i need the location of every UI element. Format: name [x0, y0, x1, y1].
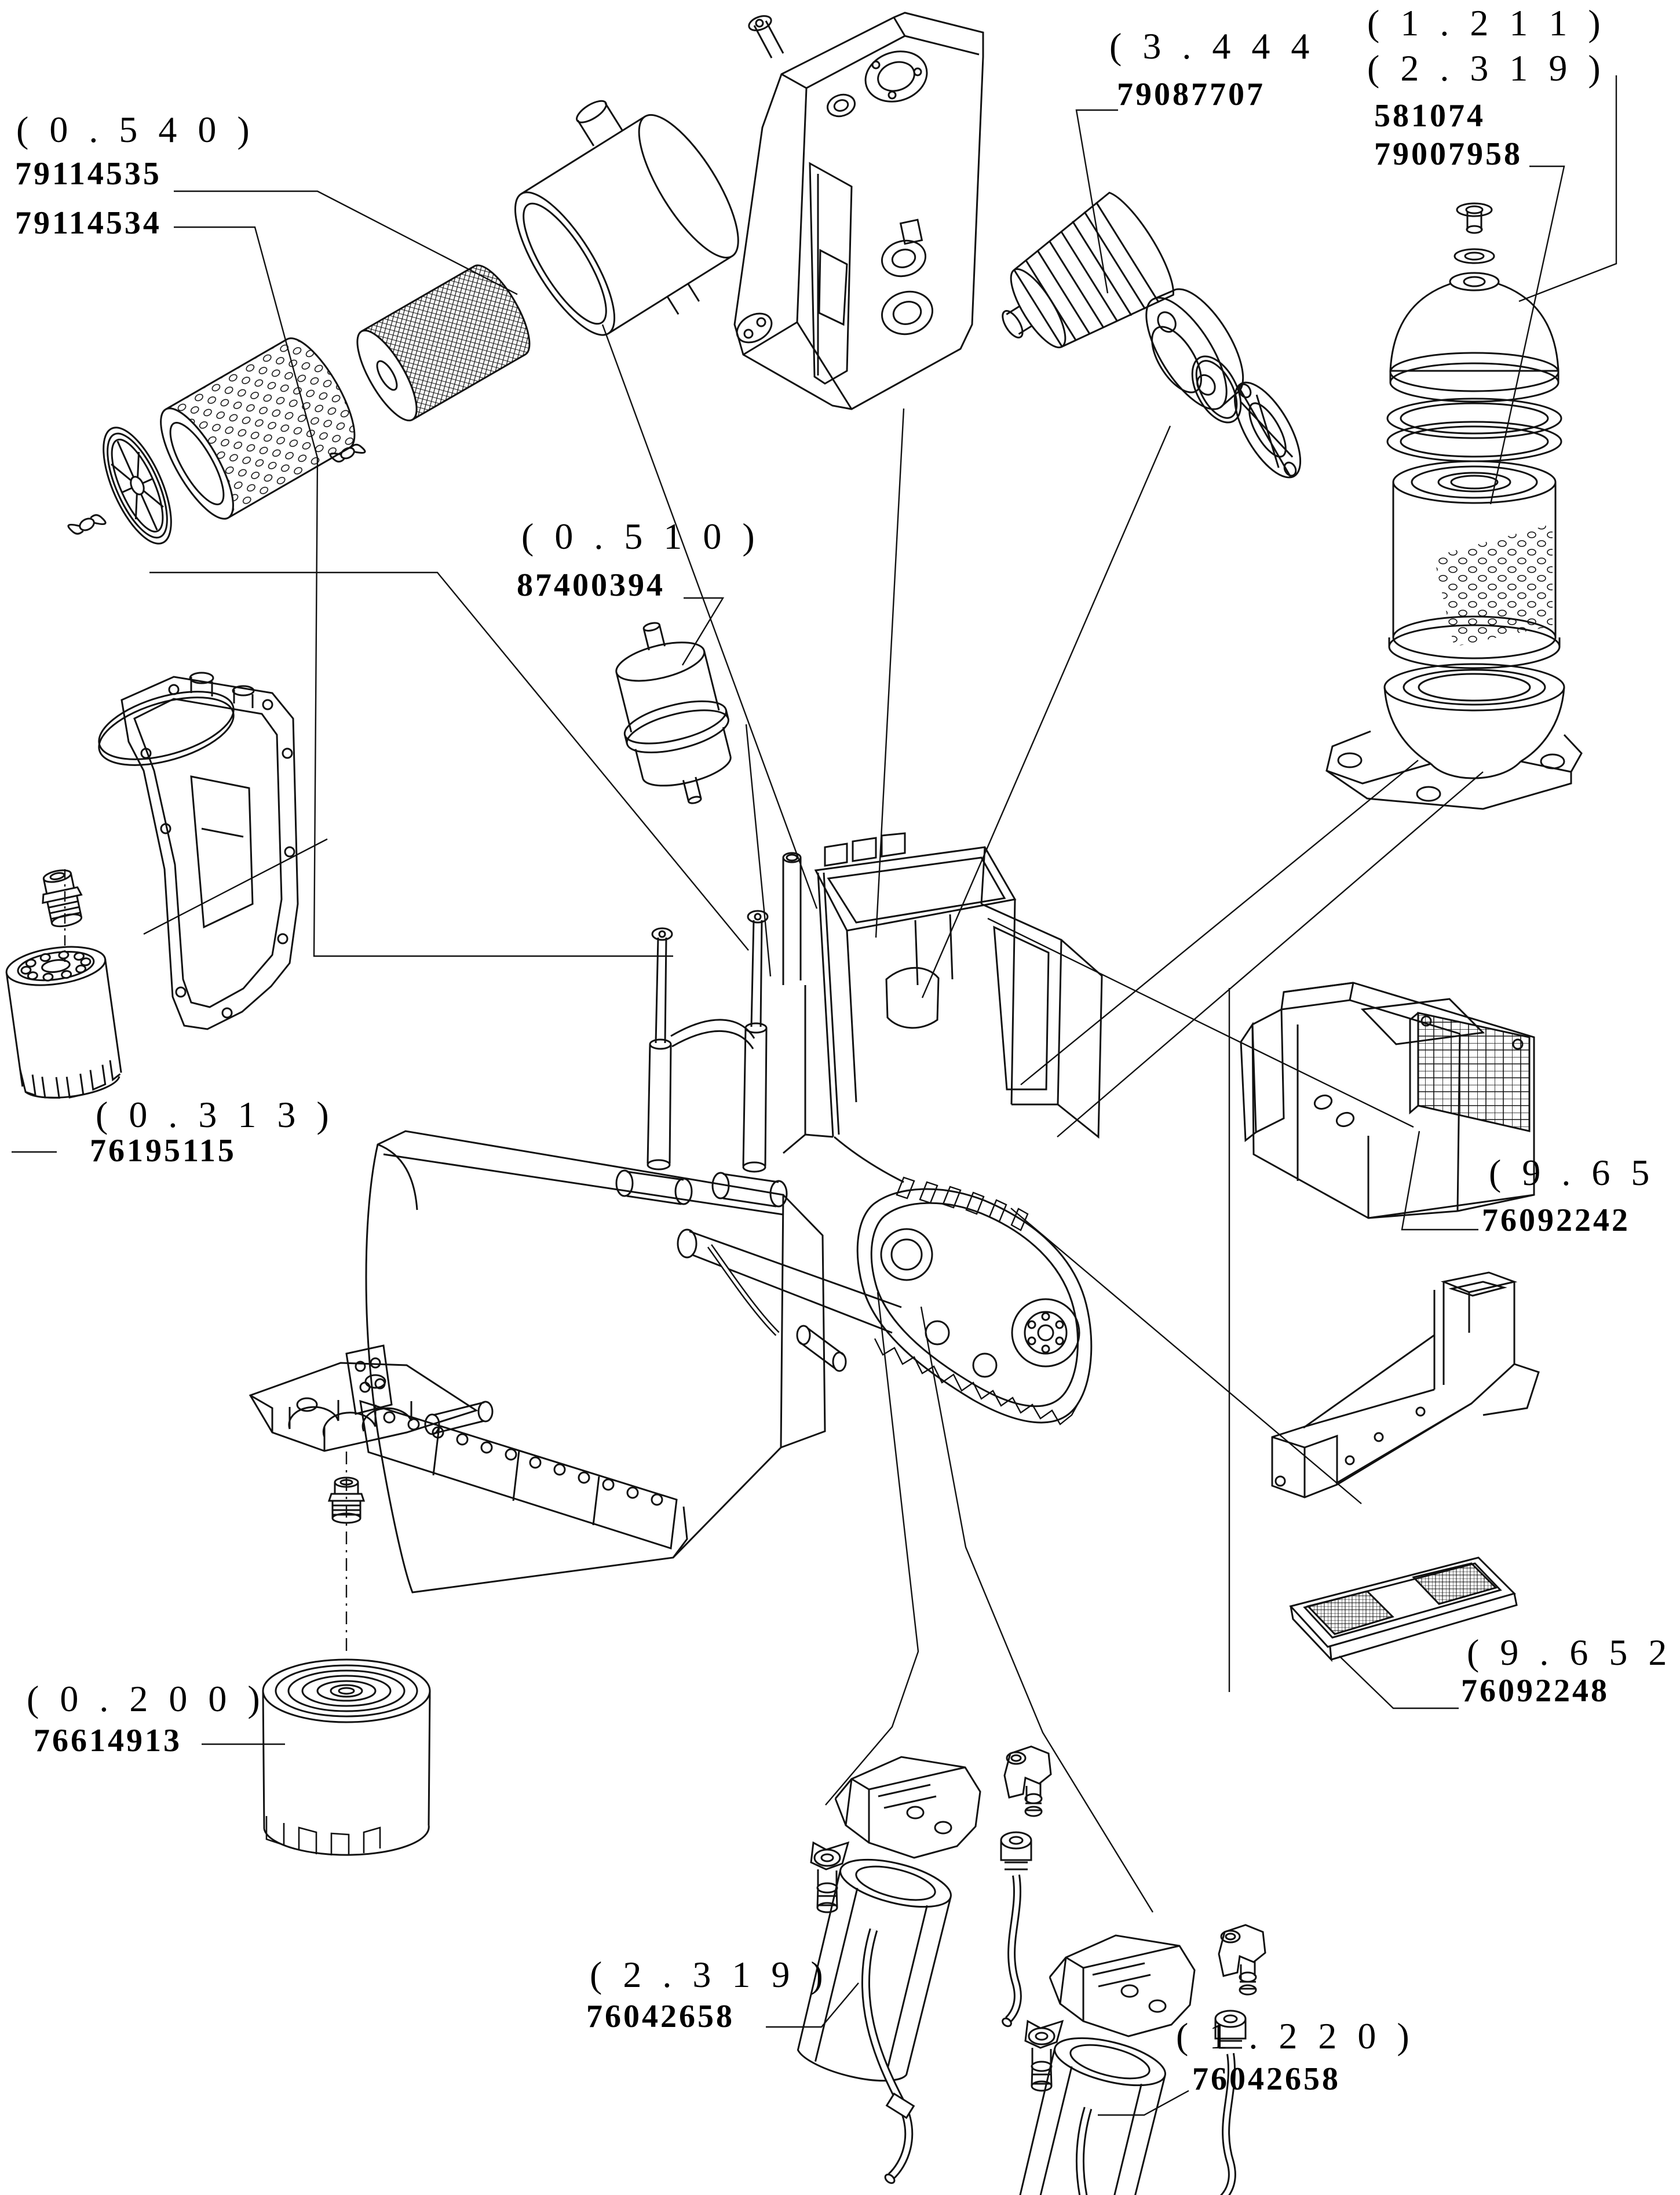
ref-code-separator-b: ( 1 . 2 2 0 ) [1176, 2015, 1415, 2057]
crawler-dozer [345, 832, 1103, 1594]
threaded-nipple [327, 1476, 366, 1524]
hydraulic-tank-assembly [733, 12, 1302, 479]
fuel-filter-head [249, 1362, 494, 1452]
ref-code-oil-filter-2: ( 2 . 3 1 9 ) [1367, 48, 1606, 89]
water-separator-left [792, 1746, 1051, 2185]
water-separator-right [1007, 1925, 1265, 2195]
ref-code-cooler-filter: ( 0 . 3 1 3 ) [96, 1094, 335, 1135]
part-number: 87400394 [517, 567, 665, 603]
air-filter-element-inner [356, 264, 531, 422]
ref-code-duct-filter: ( 9 . 6 5 2 [1467, 1632, 1673, 1673]
hydraulic-filter-element [1002, 191, 1174, 349]
blade-lift-cylinder [615, 927, 693, 1205]
air-filter-element-outer [160, 337, 356, 520]
part-number: 76614913 [34, 1723, 182, 1759]
ref-code-air-cleaner: ( 0 . 5 4 0 ) [16, 109, 255, 150]
leader-lines [12, 75, 1617, 2116]
part-number: 76195115 [90, 1133, 236, 1169]
ref-code-oil-filter-1: ( 1 . 2 1 1 ) [1367, 2, 1606, 43]
cooler-gasket-plate [120, 676, 299, 1030]
part-number: 79114534 [15, 205, 162, 241]
cab-filter-grille [1409, 1012, 1531, 1132]
oil-cooler-filter-assembly [5, 672, 299, 1099]
o-ring [1191, 355, 1242, 424]
part-number: 79087707 [1117, 76, 1265, 112]
cab-air-filter-panel [1240, 982, 1535, 1219]
threaded-nipple [42, 869, 83, 928]
ref-code-fuel-filter: ( 0 . 2 0 0 ) [27, 1678, 266, 1719]
duct-filter-screen [1289, 1556, 1518, 1662]
part-number: 76042658 [586, 1999, 735, 2034]
ref-code-hydraulic-filter: ( 3 . 4 4 4 [1109, 25, 1316, 67]
part-number: 76042658 [1192, 2061, 1341, 2097]
filter-head [98, 672, 255, 766]
part-number: 79114535 [15, 156, 162, 192]
air-duct [1271, 1271, 1540, 1498]
blade-lift-cylinder [711, 910, 788, 1208]
exhaust-stack [782, 852, 802, 985]
part-number: 76092242 [1482, 1202, 1630, 1238]
engine-oil-filter-assembly [1325, 202, 1583, 810]
hydraulic-filter-cover [1233, 381, 1302, 479]
oil-filter-element [1388, 460, 1561, 669]
ref-code-separator-a: ( 2 . 3 1 9 ) [590, 1954, 829, 1995]
cab-rops [814, 832, 1062, 1137]
hydraulic-filter-flange [1145, 288, 1244, 410]
cab-air-duct-assembly [1271, 1271, 1540, 1662]
part-number: 581074 [1374, 98, 1485, 134]
ref-code-inline-filter: ( 0 . 5 1 0 ) [521, 516, 761, 557]
oil-filter-dome-cover [1389, 272, 1560, 403]
oil-filter-base [1325, 663, 1583, 810]
part-number: 76092248 [1461, 1673, 1609, 1709]
spin-on-oil-filter [5, 946, 122, 1099]
inline-fuel-filter [615, 622, 732, 804]
track-assembly [856, 1176, 1093, 1425]
fuel-filter-assembly [249, 1362, 494, 1856]
oil-filter-gasket [1386, 398, 1562, 439]
ref-code-cab-filter: ( 9 . 6 5 [1489, 1152, 1656, 1193]
wing-nut [67, 514, 107, 535]
wing-nut [329, 443, 366, 463]
hydraulic-tank [733, 12, 984, 410]
spin-on-fuel-filter [262, 1658, 431, 1856]
dozer-blade [345, 1130, 826, 1594]
part-number: 79007958 [1374, 136, 1522, 172]
air-cleaner-end-cap [103, 426, 172, 545]
